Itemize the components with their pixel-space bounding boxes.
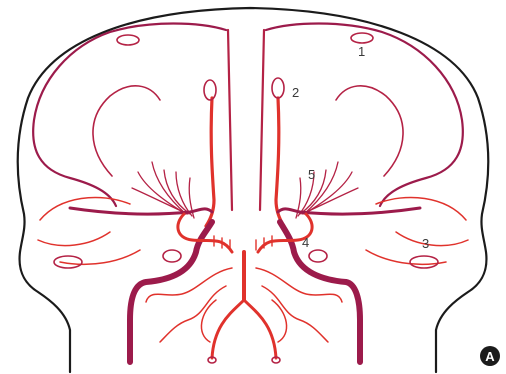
- left-basal-vein: [70, 208, 212, 214]
- right-inner-vein: [336, 86, 403, 176]
- left-inner-vein: [93, 86, 160, 176]
- right-lower-loop: [309, 250, 327, 262]
- label-5: 5: [308, 167, 315, 182]
- perforating-arteries: [214, 236, 272, 250]
- label-1: 1: [358, 44, 365, 59]
- left-hemisphere-vein: [33, 24, 226, 207]
- left-anterior-cerebral-artery: [206, 98, 214, 226]
- left-superior-sinus: [117, 35, 139, 45]
- right-aca-loop: [272, 78, 284, 98]
- left-temporal-loop: [54, 256, 82, 268]
- label-4: 4: [302, 235, 309, 250]
- right-anterior-cerebral-artery: [276, 98, 284, 226]
- label-3: 3: [422, 236, 429, 251]
- right-internal-jugular-vein: [280, 222, 360, 362]
- left-lower-loop: [163, 250, 181, 262]
- head-outline: [18, 8, 489, 372]
- label-2: 2: [292, 85, 299, 100]
- left-aca-loop: [204, 80, 216, 100]
- left-lenticulostriate-fan: [132, 162, 194, 218]
- left-middle-cerebral-branch: [38, 197, 140, 264]
- right-basal-vein: [278, 208, 420, 214]
- falx-midline: [228, 30, 264, 210]
- right-temporal-loop: [410, 256, 438, 268]
- panel-badge-letter: A: [485, 349, 495, 364]
- right-vertebral-artery: [244, 300, 276, 358]
- right-lenticulostriate-fan: [296, 162, 358, 218]
- left-vertebral-artery: [212, 300, 244, 358]
- right-superior-sinus: [351, 33, 373, 43]
- left-internal-jugular-vein: [130, 222, 212, 362]
